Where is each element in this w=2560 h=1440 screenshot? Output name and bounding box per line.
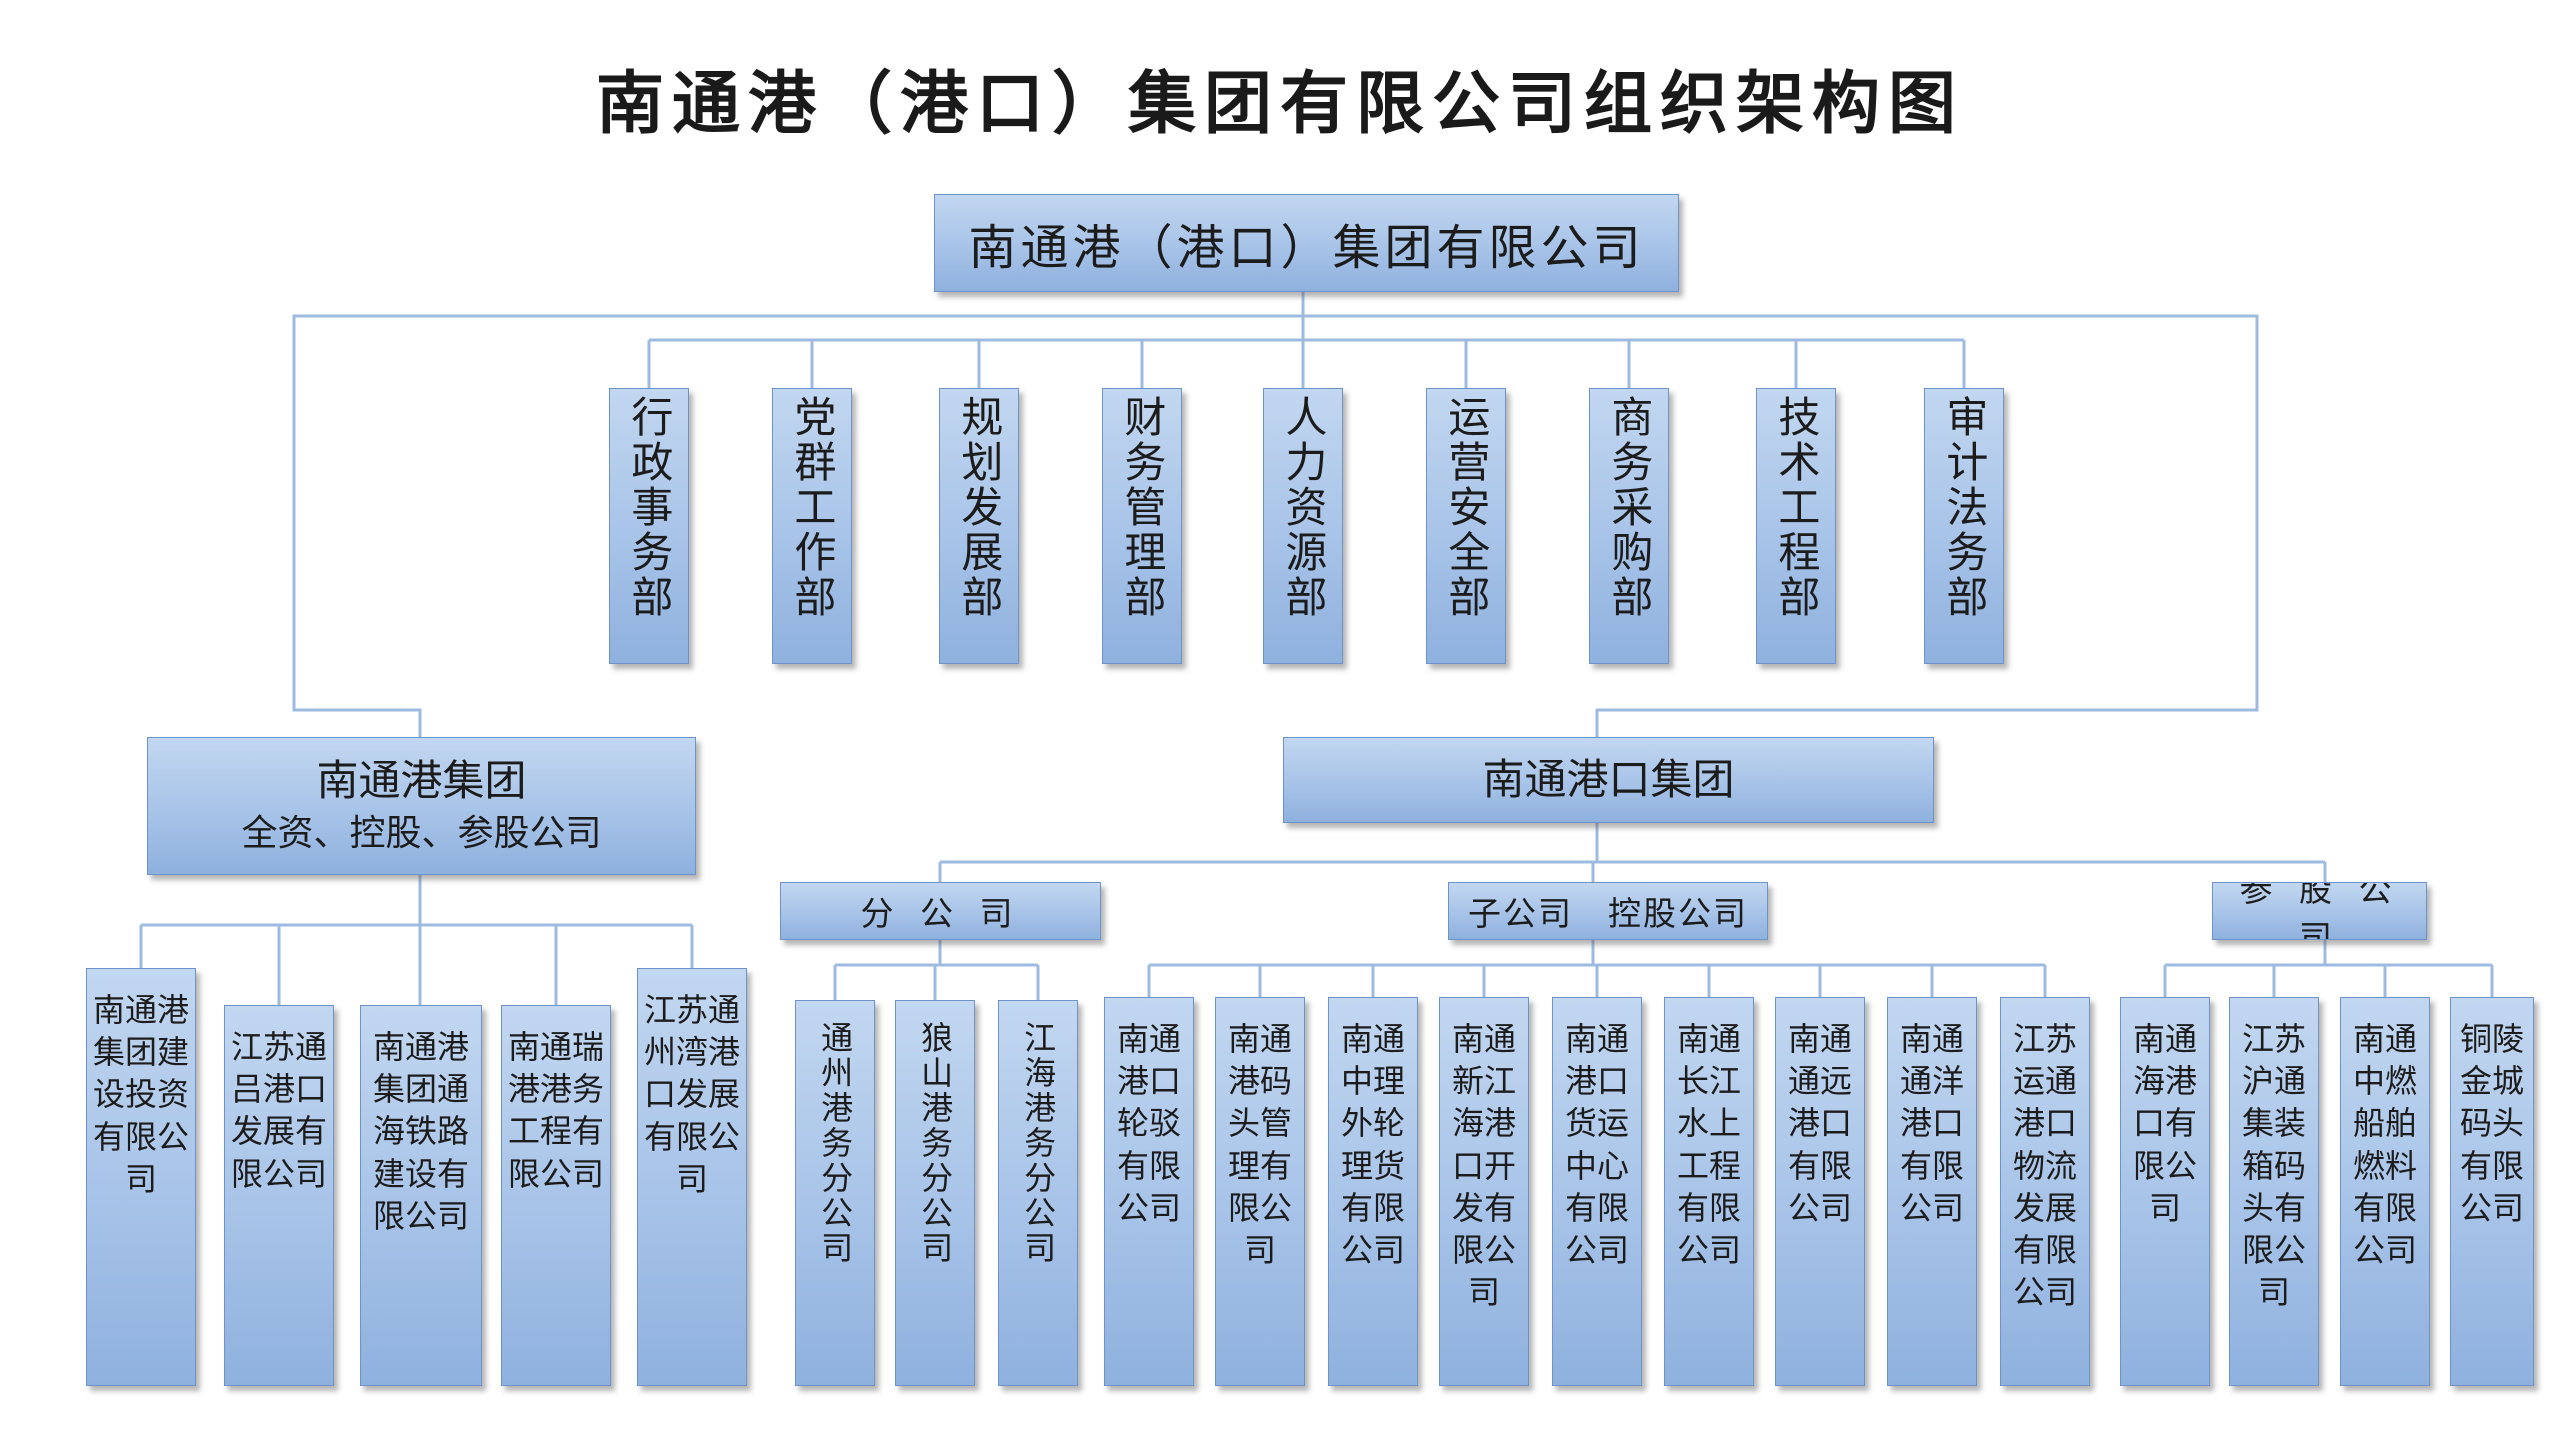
department-box: 党群工作部 — [772, 388, 852, 664]
left-group-subtitle: 全资、控股、参股公司 — [241, 813, 602, 855]
branch-box: 江海港务分公司 — [998, 1000, 1078, 1386]
subsidiary-label: 南通中理外轮理货有限公司 — [1340, 1020, 1405, 1270]
department-label: 技术工程部 — [1771, 395, 1821, 620]
company-box: 江苏通州湾港口发展有限公司 — [637, 968, 747, 1386]
subsidiary-box: 南通长江水上工程有限公司 — [1664, 997, 1754, 1386]
branch-header-label: 分 公 司 — [860, 894, 1021, 933]
subsidiary-box: 南通港口货运中心有限公司 — [1552, 997, 1642, 1386]
associate-box: 南通中燃船舶燃料有限公司 — [2340, 997, 2430, 1386]
company-label: 江苏通吕港口发展有限公司 — [230, 1028, 327, 1193]
subsidiary-box: 南通港码头管理有限公司 — [1215, 997, 1305, 1386]
department-box: 财务管理部 — [1102, 388, 1182, 664]
subsidiary-box: 南通港口轮驳有限公司 — [1104, 997, 1194, 1386]
company-box: 南通港集团建设投资有限公司 — [86, 968, 196, 1386]
company-label: 南通港集团通海铁路建设有限公司 — [372, 1028, 469, 1235]
subsidiary-label: 南通港码头管理有限公司 — [1227, 1020, 1292, 1270]
department-box: 运营安全部 — [1426, 388, 1506, 664]
department-label: 财务管理部 — [1117, 395, 1167, 620]
branch-label: 狼山港务分公司 — [916, 1021, 955, 1266]
department-label: 运营安全部 — [1441, 395, 1491, 620]
subsidiary-label: 江苏运通港口物流发展有限公司 — [2012, 1020, 2077, 1312]
subsidiary-label: 南通通远港口有限公司 — [1787, 1020, 1852, 1227]
branch-label: 江海港务分公司 — [1019, 1021, 1058, 1266]
associate-label: 南通中燃船舶燃料有限公司 — [2352, 1020, 2417, 1270]
department-label: 党群工作部 — [787, 395, 837, 620]
company-label: 江苏通州湾港口发展有限公司 — [643, 991, 740, 1198]
company-box: 江苏通吕港口发展有限公司 — [224, 1005, 334, 1386]
company-box: 南通港集团通海铁路建设有限公司 — [360, 1005, 482, 1386]
subsidiary-box: 南通通洋港口有限公司 — [1887, 997, 1977, 1386]
right-group-name: 南通港口集团 — [1482, 754, 1735, 804]
subsidiary-header: 子公司 控股公司 — [1448, 882, 1768, 940]
department-label: 审计法务部 — [1939, 395, 1989, 620]
chart-title: 南通港（港口）集团有限公司组织架构图 — [595, 65, 1964, 144]
associate-header: 参 股 公 司 — [2212, 882, 2427, 940]
associate-label: 江苏沪通集装箱码头有限公司 — [2241, 1020, 2306, 1312]
subsidiary-label: 南通港口轮驳有限公司 — [1116, 1020, 1181, 1227]
left-group-name: 南通港集团 — [316, 756, 527, 806]
branch-box: 狼山港务分公司 — [895, 1000, 975, 1386]
branch-header: 分 公 司 — [780, 882, 1101, 940]
root-company-name: 南通港（港口）集团有限公司 — [968, 220, 1645, 276]
branch-box: 通州港务分公司 — [795, 1000, 875, 1386]
subsidiary-box: 江苏运通港口物流发展有限公司 — [2000, 997, 2090, 1386]
subsidiary-box: 南通中理外轮理货有限公司 — [1328, 997, 1418, 1386]
department-box: 技术工程部 — [1756, 388, 1836, 664]
associate-label: 铜陵金城码头有限公司 — [2459, 1020, 2524, 1227]
associate-label: 南通海港口有限公司 — [2132, 1020, 2197, 1227]
department-box: 行政事务部 — [609, 388, 689, 664]
department-label: 规划发展部 — [954, 395, 1004, 620]
subsidiary-label: 南通通洋港口有限公司 — [1899, 1020, 1964, 1227]
associate-box: 江苏沪通集装箱码头有限公司 — [2229, 997, 2319, 1386]
department-box: 商务采购部 — [1589, 388, 1669, 664]
company-label: 南通港集团建设投资有限公司 — [92, 991, 189, 1198]
department-label: 人力资源部 — [1278, 395, 1328, 620]
department-label: 商务采购部 — [1604, 395, 1654, 620]
subsidiary-box: 南通通远港口有限公司 — [1775, 997, 1865, 1386]
company-box: 南通瑞港港务工程有限公司 — [501, 1005, 611, 1386]
department-label: 行政事务部 — [624, 395, 674, 620]
associate-box: 南通海港口有限公司 — [2120, 997, 2210, 1386]
associate-box: 铜陵金城码头有限公司 — [2450, 997, 2534, 1386]
subsidiary-label: 南通新江海港口开发有限公司 — [1451, 1020, 1516, 1312]
department-box: 人力资源部 — [1263, 388, 1343, 664]
right-group-box: 南通港口集团 — [1283, 737, 1934, 823]
company-label: 南通瑞港港务工程有限公司 — [507, 1028, 604, 1193]
subsidiary-box: 南通新江海港口开发有限公司 — [1439, 997, 1529, 1386]
department-box: 审计法务部 — [1924, 388, 2004, 664]
left-group-box: 南通港集团 全资、控股、参股公司 — [147, 737, 696, 875]
department-box: 规划发展部 — [939, 388, 1019, 664]
root-company-box: 南通港（港口）集团有限公司 — [934, 194, 1679, 292]
branch-label: 通州港务分公司 — [816, 1021, 855, 1266]
subsidiary-header-label: 子公司 控股公司 — [1468, 894, 1748, 933]
associate-header-label: 参 股 公 司 — [2239, 882, 2400, 940]
subsidiary-label: 南通长江水上工程有限公司 — [1676, 1020, 1741, 1270]
subsidiary-label: 南通港口货运中心有限公司 — [1564, 1020, 1629, 1270]
